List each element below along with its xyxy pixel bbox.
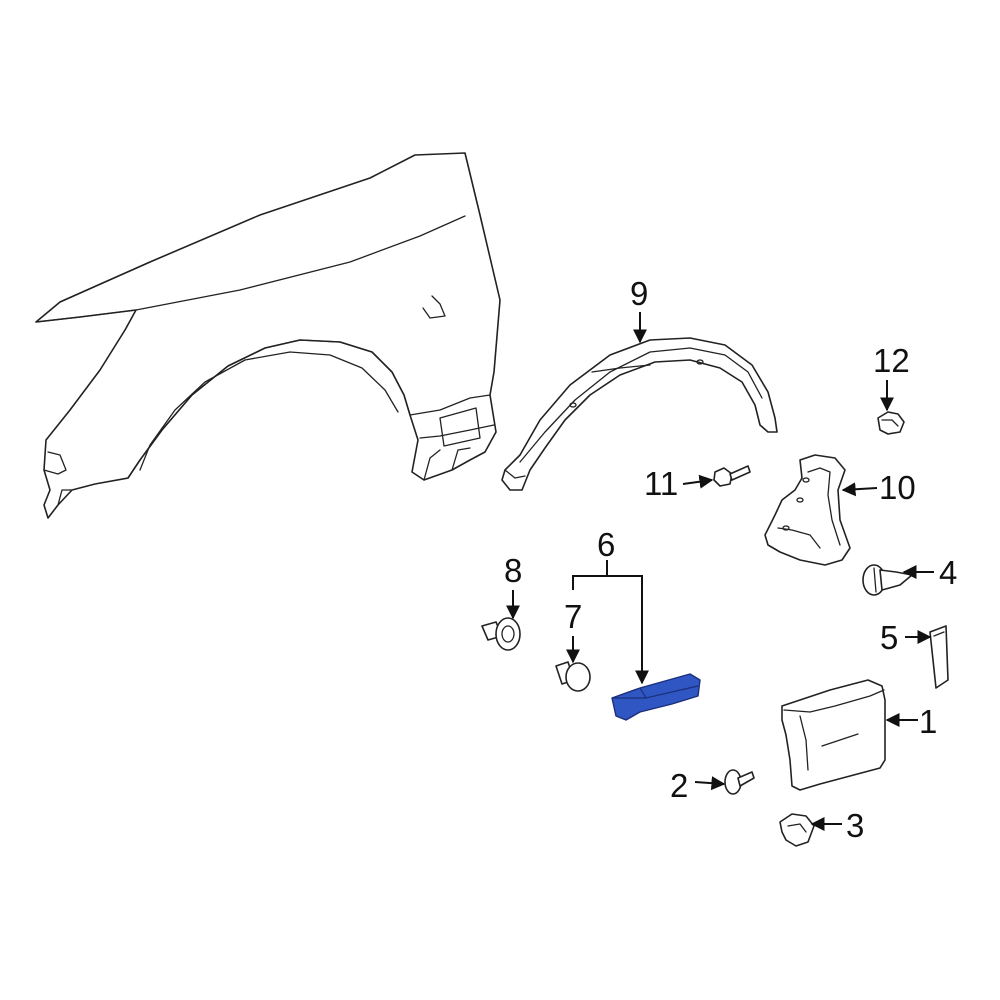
callout-2: 2 — [670, 767, 688, 804]
callout-3: 3 — [846, 807, 864, 844]
part-1-mud-guard — [781, 679, 886, 791]
leader-lines — [506, 312, 934, 831]
callout-8: 8 — [504, 552, 522, 589]
part-2-screw — [724, 769, 755, 795]
callout-5: 5 — [880, 619, 898, 656]
part-3-clip — [779, 813, 815, 847]
part-7-grommet — [555, 661, 591, 692]
callout-9: 9 — [630, 275, 648, 312]
part-6-bracket-highlighted — [611, 673, 701, 721]
callout-1: 1 — [919, 703, 937, 740]
callout-7: 7 — [564, 598, 582, 635]
callout-labels: 9 12 11 10 4 5 1 2 3 8 7 6 — [504, 275, 957, 844]
callout-4: 4 — [939, 554, 957, 591]
part-5-trim-strip — [929, 625, 949, 689]
part-4-push-clip — [862, 564, 913, 596]
part-9-fender-liner — [501, 337, 778, 491]
part-10-mud-flap — [764, 454, 851, 566]
part-12-clip — [877, 411, 905, 435]
part-8-push-rivet — [481, 617, 521, 651]
callout-10: 10 — [879, 469, 916, 506]
fender-panel — [35, 152, 501, 519]
part-11-bolt — [713, 465, 751, 487]
callout-6: 6 — [597, 526, 615, 563]
callout-11: 11 — [644, 465, 678, 502]
callout-12: 12 — [873, 342, 910, 379]
